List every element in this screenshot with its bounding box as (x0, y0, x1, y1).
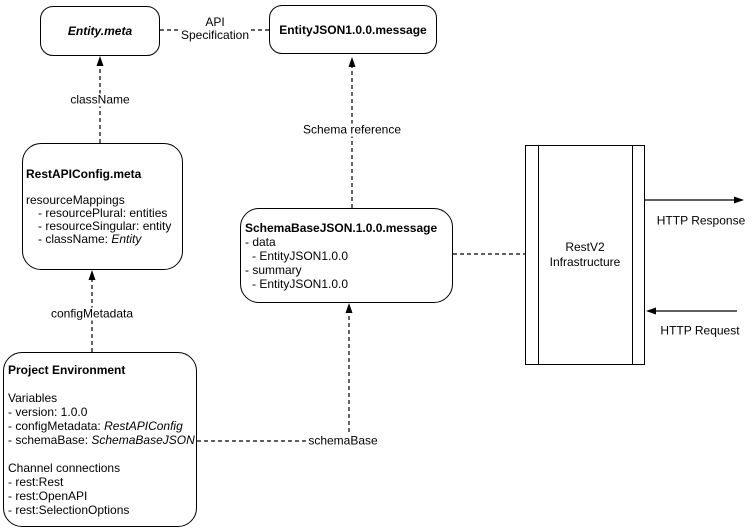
http-request-label: HTTP Request (660, 323, 740, 338)
connector-http-request[interactable] (646, 307, 737, 315)
class-name-label: className (68, 92, 132, 107)
api-specification-label: API Specification (178, 15, 252, 42)
restv2-title: RestV2 Infrastructure (549, 240, 621, 269)
component-left-bar (538, 146, 539, 364)
project-environment-title: Project Environment (8, 362, 126, 377)
node-restv2-infrastructure[interactable]: RestV2 Infrastructure (525, 145, 645, 365)
rest-api-config-section: resourceMappings (26, 192, 125, 207)
node-rest-api-config[interactable]: RestAPIConfig.meta resourceMappings - re… (22, 143, 183, 270)
variable-item: - version: 1.0.0 (8, 404, 88, 419)
rest-api-config-title: RestAPIConfig.meta (26, 166, 142, 181)
schema-reference-label: Schema reference (300, 122, 404, 137)
schema-base-json-title: SchemaBaseJSON.1.0.0.message (245, 220, 438, 235)
entity-json-title: EntityJSON1.0.0.message (279, 22, 427, 37)
node-project-environment[interactable]: Project Environment Variables - version:… (3, 352, 197, 527)
node-entity-json-message[interactable]: EntityJSON1.0.0.message (269, 5, 437, 54)
channel-item: - rest:SelectionOptions (8, 502, 130, 517)
connector-class-name[interactable] (96, 56, 104, 143)
connector-http-response[interactable] (645, 196, 744, 204)
variable-item: - configMetadata: RestAPIConfig (8, 418, 183, 433)
entity-meta-title: Entity.meta (67, 24, 133, 38)
rest-api-config-item: - resourcePlural: entities (38, 205, 168, 220)
rest-api-config-item: - className: Entity (38, 231, 142, 246)
schema-base-json-line: - data (245, 234, 276, 249)
schema-base-json-line: - EntityJSON1.0.0 (252, 276, 349, 291)
schema-base-json-line: - summary (245, 262, 302, 277)
node-schema-base-json[interactable]: SchemaBaseJSON.1.0.0.message - data - En… (240, 208, 453, 303)
channel-item: - rest:OpenAPI (8, 488, 88, 503)
variables-header: Variables (8, 390, 58, 405)
channels-header: Channel connections (8, 460, 121, 475)
schema-base-json-line: - EntityJSON1.0.0 (252, 248, 349, 263)
channel-item: - rest:Rest (8, 474, 64, 489)
http-response-label: HTTP Response (656, 213, 746, 228)
config-metadata-label: configMetadata (48, 306, 136, 321)
node-entity-meta[interactable]: Entity.meta (40, 6, 160, 56)
schema-base-label: schemaBase (306, 433, 380, 448)
variable-item: - schemaBase: SchemaBaseJSON (8, 432, 195, 447)
component-right-bar (632, 146, 633, 364)
rest-api-config-item: - resourceSingular: entity (38, 218, 172, 233)
connector-schema-base[interactable] (197, 303, 353, 442)
